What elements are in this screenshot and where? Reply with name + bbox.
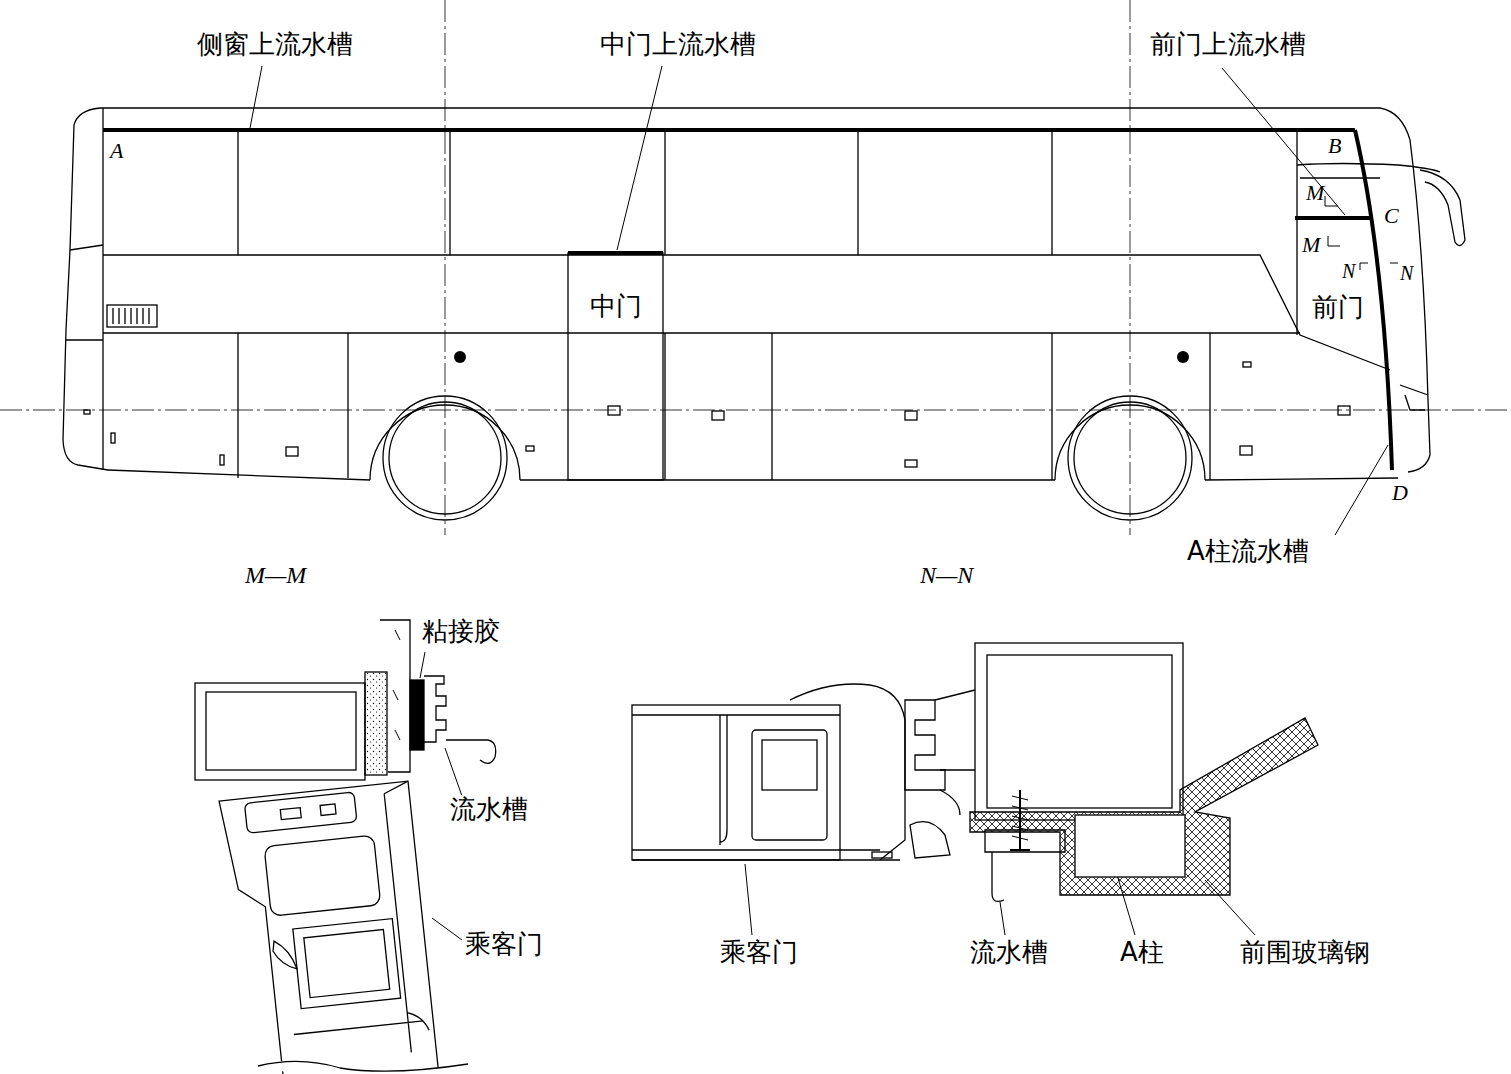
section-letter: M [1304,180,1326,205]
part-label: 侧窗上流水槽 [195,30,355,60]
section-letter: D [1390,480,1410,505]
part-label: 前门上流水槽 [1148,30,1308,60]
section-letter: N [1340,260,1357,283]
part-label: 流水槽 [968,938,1050,968]
part-label: 流水槽 [448,795,530,825]
part-label: 中门上流水槽 [598,30,758,60]
section-letter: N—N [918,562,975,590]
section-letter: A [108,138,125,163]
part-label: 粘接胶 [420,617,502,647]
section-letter: M [1300,232,1322,257]
part-label: 前门 [1310,293,1366,323]
section-letter: M—M [243,562,308,590]
part-label: 乘客门 [463,930,545,960]
part-label: 中门 [588,292,644,322]
part-label: A柱流水槽 [1185,537,1311,567]
part-label: A柱 [1118,938,1166,968]
section-letter: C [1382,203,1401,228]
section-letter: N [1398,262,1415,285]
section-letter: B [1326,133,1343,158]
part-label: 乘客门 [718,938,800,968]
part-label: 前围玻璃钢 [1238,938,1372,968]
